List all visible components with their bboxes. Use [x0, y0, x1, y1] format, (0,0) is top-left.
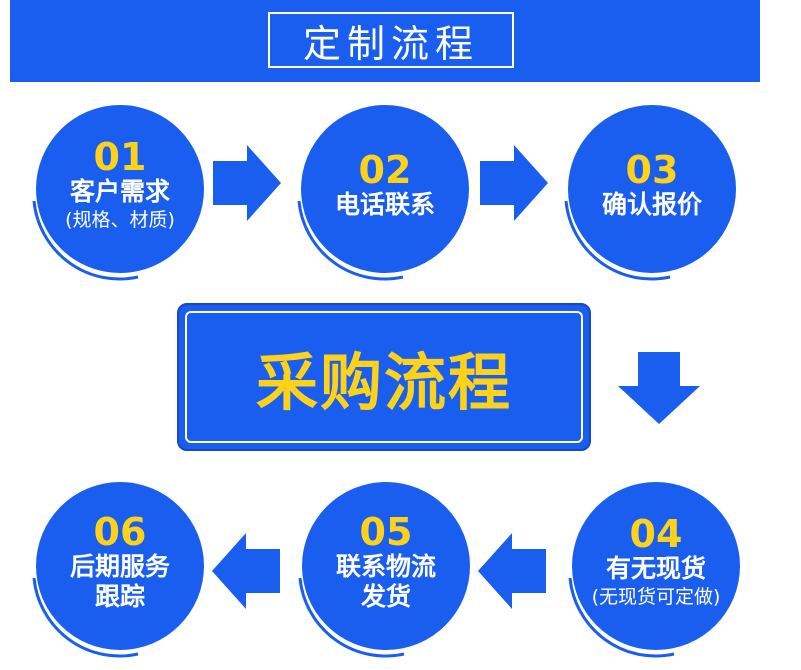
step-02: 02 电话联系: [295, 105, 475, 285]
arrow-right-icon: [213, 145, 281, 221]
decorative-arc: [298, 577, 405, 658]
decorative-arc: [32, 200, 139, 281]
step-title: 确认报价: [601, 190, 702, 219]
step-number: 05: [359, 510, 413, 554]
decorative-arc: [568, 577, 675, 658]
step-title: 客户需求: [69, 177, 170, 206]
step-number: 04: [629, 512, 683, 556]
step-title: 有无现货: [605, 554, 706, 583]
step-title-line2: 发货: [360, 582, 411, 611]
step-03: 03 确认报价: [562, 105, 742, 285]
purchase-title: 采购流程: [185, 311, 583, 443]
step-title: 后期服务: [69, 552, 170, 581]
step-circle: 01 客户需求 (规格、材质): [36, 105, 204, 273]
step-circle: 05 联系物流 发货: [302, 482, 470, 650]
banner-title: 定制流程: [268, 12, 514, 68]
step-circle: 03 确认报价: [568, 105, 736, 273]
step-01: 01 客户需求 (规格、材质): [30, 105, 210, 285]
header-banner: 定制流程: [10, 0, 760, 82]
step-subtitle: (规格、材质): [65, 209, 175, 231]
arrow-left-icon: [478, 533, 546, 609]
decorative-arc: [297, 200, 404, 281]
decorative-arc: [32, 577, 139, 658]
step-circle: 04 有无现货 (无现货可定做): [572, 482, 740, 650]
step-number: 02: [358, 148, 412, 192]
arrow-down-icon: [618, 352, 700, 424]
arrow-left-icon: [212, 533, 280, 609]
step-title-line2: 跟踪: [94, 582, 145, 611]
step-06: 06 后期服务 跟踪: [30, 482, 210, 662]
step-circle: 06 后期服务 跟踪: [36, 482, 204, 650]
step-05: 05 联系物流 发货: [296, 482, 476, 662]
step-circle: 02 电话联系: [301, 105, 469, 273]
purchase-process-box: 采购流程: [177, 303, 591, 451]
step-number: 01: [93, 135, 147, 179]
step-subtitle: (无现货可定做): [591, 586, 721, 608]
step-title: 电话联系: [334, 190, 435, 219]
decorative-arc: [564, 200, 671, 281]
step-title: 联系物流: [335, 552, 436, 581]
step-04: 04 有无现货 (无现货可定做): [566, 482, 746, 662]
arrow-right-icon: [480, 145, 548, 221]
step-number: 03: [625, 148, 679, 192]
step-number: 06: [93, 510, 147, 554]
